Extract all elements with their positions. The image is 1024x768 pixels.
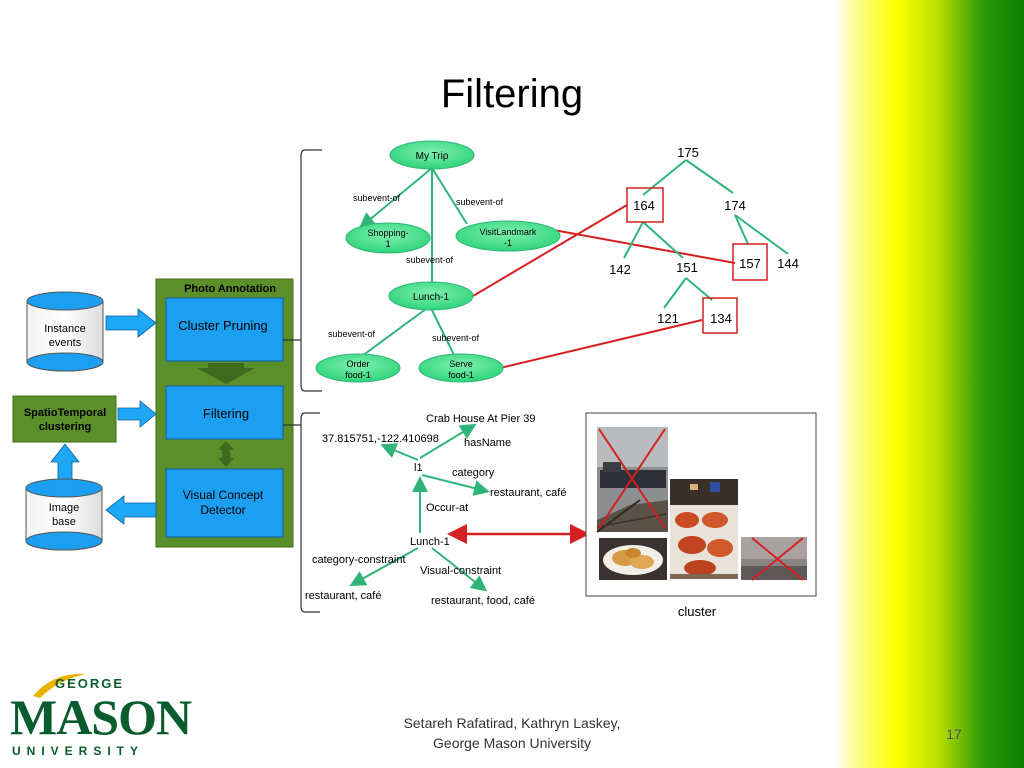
node-order-line2: food-1 <box>345 370 371 380</box>
cluster-pruning-box <box>165 297 284 362</box>
visual-detector-line2: Detector <box>200 503 245 517</box>
instance-line1: Instance <box>44 323 86 335</box>
instance-line2: events <box>49 337 82 349</box>
visual-detector-box <box>165 468 284 538</box>
panel-title: Photo Annotation <box>184 283 276 295</box>
tree-node-157: 157 <box>739 256 761 271</box>
red-links <box>472 204 736 369</box>
spatio-line2: clustering <box>39 421 92 433</box>
node-serve-line2: food-1 <box>448 370 474 380</box>
tree-node-174: 174 <box>724 198 746 213</box>
edge-label-subevent-1: subevent-of <box>353 193 401 203</box>
slide-title: Filtering <box>440 72 584 116</box>
event-graph <box>358 167 468 357</box>
tree-node-164: 164 <box>633 198 655 213</box>
spatio-line1: SpatioTemporal <box>24 407 106 419</box>
detail-l1: l1 <box>414 462 423 474</box>
edge-label-subevent-2: subevent-of <box>456 197 504 207</box>
logo-mason: MASON <box>10 689 192 745</box>
reject-x-2b <box>751 537 804 581</box>
logo-swoosh-icon <box>33 673 86 698</box>
node-lunch <box>388 281 474 311</box>
tree-box-164 <box>626 187 664 223</box>
node-my-trip-label: My Trip <box>416 151 449 162</box>
tree-edges <box>623 159 789 309</box>
node-shopping-line2: 1 <box>385 239 390 249</box>
tree-node-134: 134 <box>710 311 732 326</box>
edge-label-subevent-5: subevent-of <box>432 333 480 343</box>
left-panel: Photo Annotation Cluster Pruning Filteri… <box>155 278 294 548</box>
photo-bar <box>670 479 738 506</box>
node-my-trip <box>389 140 475 170</box>
visual-detector-line1: Visual Concept <box>183 488 264 502</box>
detail-has-name: hasName <box>464 437 511 449</box>
filtering-label: Filtering <box>203 406 249 421</box>
footer-line2: George Mason University <box>433 735 591 751</box>
node-order-food <box>315 353 401 383</box>
detail-restaurant-cafe-2: restaurant, café <box>305 590 381 602</box>
cluster-panel: cluster <box>585 412 817 619</box>
down-arrow-icon <box>197 363 255 384</box>
node-visit-line1: VisitLandmark <box>480 227 537 237</box>
image-up-arrow-icon <box>50 443 80 483</box>
node-visit-landmark <box>455 220 561 252</box>
instance-arrow-icon <box>105 308 157 338</box>
image-base-cylinder: Image base <box>25 478 103 551</box>
image-line1: Image <box>49 502 80 514</box>
tree-node-142: 142 <box>609 262 631 277</box>
spatiotemporal-box <box>12 395 117 443</box>
cluster-pruning-label: Cluster Pruning <box>178 318 268 333</box>
node-shopping-line1: Shopping- <box>367 228 408 238</box>
footer-line1: Setareh Rafatirad, Kathryn Laskey, <box>403 715 621 731</box>
node-order-line1: Order <box>346 359 369 369</box>
side-gradient-bar <box>835 0 1024 768</box>
detector-arrow-icon <box>105 495 157 525</box>
cluster-label: cluster <box>678 604 717 619</box>
detail-visual-constraint: Visual-constraint <box>420 565 501 577</box>
detail-lunch: Lunch-1 <box>410 536 450 548</box>
detail-restaurant-cafe: restaurant, café <box>490 487 566 499</box>
reject-x-1b <box>598 428 666 529</box>
filtering-box <box>165 385 284 440</box>
tree-box-134 <box>702 297 738 334</box>
photo-pier <box>596 427 668 533</box>
spatio-arrow-icon <box>117 400 157 428</box>
tree-node-175: 175 <box>677 145 699 160</box>
node-visit-line2: -1 <box>504 238 512 248</box>
detail-category: category <box>452 467 495 479</box>
upper-bracket <box>300 149 322 392</box>
node-lunch-label: Lunch-1 <box>413 292 450 303</box>
tree-node-151: 151 <box>676 260 698 275</box>
slide-footer: Setareh Rafatirad, Kathryn Laskey, Georg… <box>362 713 662 753</box>
detail-crab-house: Crab House At Pier 39 <box>426 413 535 425</box>
photo-fried-food <box>599 538 667 580</box>
photo-crabs <box>670 505 738 579</box>
tree-box-157 <box>732 243 768 281</box>
instance-events-cylinder: Instance events <box>26 291 104 372</box>
tree-node-144: 144 <box>777 256 799 271</box>
detail-category-constraint: category-constraint <box>312 554 406 566</box>
detail-edges <box>349 423 490 592</box>
page-number: 17 <box>946 726 962 742</box>
lower-bracket <box>300 412 320 613</box>
image-line2: base <box>52 516 76 528</box>
logo-university: UNIVERSITY <box>12 744 145 758</box>
detail-occur-at: Occur-at <box>426 502 468 514</box>
node-serve-line1: Serve <box>449 359 473 369</box>
updown-arrow-icon <box>218 441 234 467</box>
node-shopping <box>345 222 431 254</box>
edge-label-subevent-3: subevent-of <box>406 255 454 265</box>
detail-coords: 37.815751,-122.410698 <box>322 433 439 445</box>
gmu-logo: GEORGE MASON UNIVERSITY <box>8 670 192 762</box>
logo-george: GEORGE <box>55 676 125 691</box>
photo-sunset <box>741 537 807 581</box>
edge-label-subevent-4: subevent-of <box>328 329 376 339</box>
detail-restaurant-food-cafe: restaurant, food, café <box>431 595 535 607</box>
node-serve-food <box>418 353 504 383</box>
tree-node-121: 121 <box>657 311 679 326</box>
